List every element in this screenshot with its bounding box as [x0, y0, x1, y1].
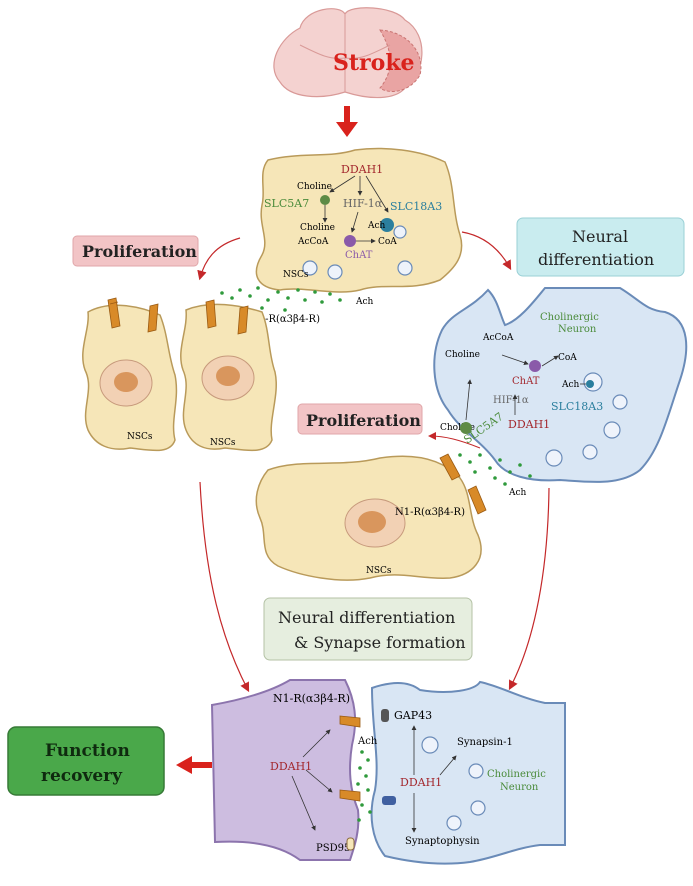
chat-enzyme	[344, 235, 356, 247]
left-nsc-cells: NSCs NSCs	[82, 297, 277, 452]
top-nsc-cell: DDAH1 Choline HIF-1α SLC5A7 SLC18A3 Chol…	[255, 147, 463, 307]
chol-slc18a3-label: SLC18A3	[551, 400, 603, 413]
stroke-label: Stroke	[333, 50, 415, 76]
neural-diff-box: Neural differentiation	[516, 217, 685, 277]
slc18a3-label: SLC18A3	[390, 200, 442, 213]
ddah1-label: DDAH1	[341, 163, 383, 176]
arrow-to-neural	[461, 231, 512, 271]
arrow-left-down	[199, 481, 250, 693]
nscs-label-left-1: NSCs	[127, 432, 153, 442]
choline-label-2: Choline	[300, 223, 335, 233]
function-label-1: Function	[45, 741, 130, 761]
ach-dots-mid	[446, 453, 532, 486]
cholinergic-title-1: Cholinergic	[540, 312, 599, 323]
syn-label-1: Neural differentiation	[278, 608, 455, 627]
middle-receptor-label: N1-R(α3β4-R)	[395, 507, 465, 518]
syn-ddah1-right: DDAH1	[400, 776, 442, 789]
syn-psd95-label: PSD95	[316, 843, 350, 854]
receptor-label-top: N1-R(α3β4-R)	[250, 314, 320, 325]
chol-chat-label: ChAT	[512, 376, 540, 387]
function-label-2: recovery	[41, 766, 123, 786]
syn-cholinergic-1: Cholinergic	[487, 769, 546, 780]
synapse-formation-box: Neural differentiation & Synapse formati…	[263, 597, 473, 661]
proliferation-label-2: Proliferation	[306, 411, 421, 430]
nscs-label: NSCs	[283, 270, 309, 280]
chol-ddah1-label: DDAH1	[508, 418, 550, 431]
nscs-label-left-2: NSCs	[210, 438, 236, 448]
cholinergic-neuron: Cholinergic Neuron AcCoA CoA Choline ChA…	[433, 287, 688, 483]
slc18a3-transporter	[380, 218, 394, 232]
chol-ach-label: Ach	[561, 380, 580, 390]
choline-label: Choline	[297, 182, 332, 192]
syn-synapsin-label: Synapsin-1	[457, 737, 513, 748]
bottom-synapse: N1-R(α3β4-R) DDAH1 Ach PSD95 GAP43 Synap…	[210, 679, 566, 865]
hif-label: HIF-1α	[343, 197, 383, 210]
arrow-to-proliferation	[197, 237, 241, 281]
brain-illustration: Stroke	[273, 7, 423, 99]
syn-ach-label: Ach	[357, 736, 378, 747]
chol-choline-label-1: Choline	[445, 350, 480, 360]
ach-dots-top	[220, 286, 342, 312]
middle-nscs-label: NSCs	[366, 566, 392, 576]
syn-cholinergic-2: Neuron	[500, 782, 539, 793]
middle-ach-label: Ach	[508, 488, 527, 498]
syn-synaptophysin-label: Synaptophysin	[405, 836, 480, 847]
arrow-neuron-to-proliferation	[428, 432, 481, 449]
ach-dots-synapse	[356, 750, 372, 822]
chat-label: ChAT	[345, 250, 373, 261]
syn-gap43-label: GAP43	[394, 709, 432, 722]
arrow-right-down	[508, 487, 550, 691]
proliferation-label-1: Proliferation	[82, 242, 197, 261]
proliferation-box-2: Proliferation	[297, 403, 423, 435]
acoa-label: AcCoA	[297, 237, 329, 247]
arrow-down-icon	[336, 106, 358, 137]
ach-out-label: Ach	[355, 297, 374, 307]
middle-nsc-cell: N1-R(α3β4-R) Ach NSCs	[255, 453, 527, 581]
cholinergic-title-2: Neuron	[558, 324, 597, 335]
chol-coa-label: CoA	[558, 353, 577, 363]
chol-choline-label-2: Choline	[440, 423, 475, 433]
arrow-left-icon	[176, 756, 212, 774]
slc5a7-transporter	[320, 195, 330, 205]
slc5a7-label: SLC5A7	[264, 197, 309, 210]
syn-receptor-label: N1-R(α3β4-R)	[273, 692, 350, 705]
syn-ddah1-left: DDAH1	[270, 760, 312, 773]
function-recovery-box: Function recovery	[7, 726, 165, 796]
syn-label-2: & Synapse formation	[294, 633, 466, 652]
ach-label: Ach	[367, 221, 386, 231]
neural-diff-label-1: Neural	[572, 227, 628, 246]
chol-acoa-label: AcCoA	[482, 333, 514, 343]
coa-label: CoA	[378, 237, 397, 247]
chol-hif-label: HIF-1α	[493, 395, 529, 406]
neural-diff-label-2: differentiation	[538, 250, 654, 269]
proliferation-box-1: Proliferation	[72, 235, 199, 267]
